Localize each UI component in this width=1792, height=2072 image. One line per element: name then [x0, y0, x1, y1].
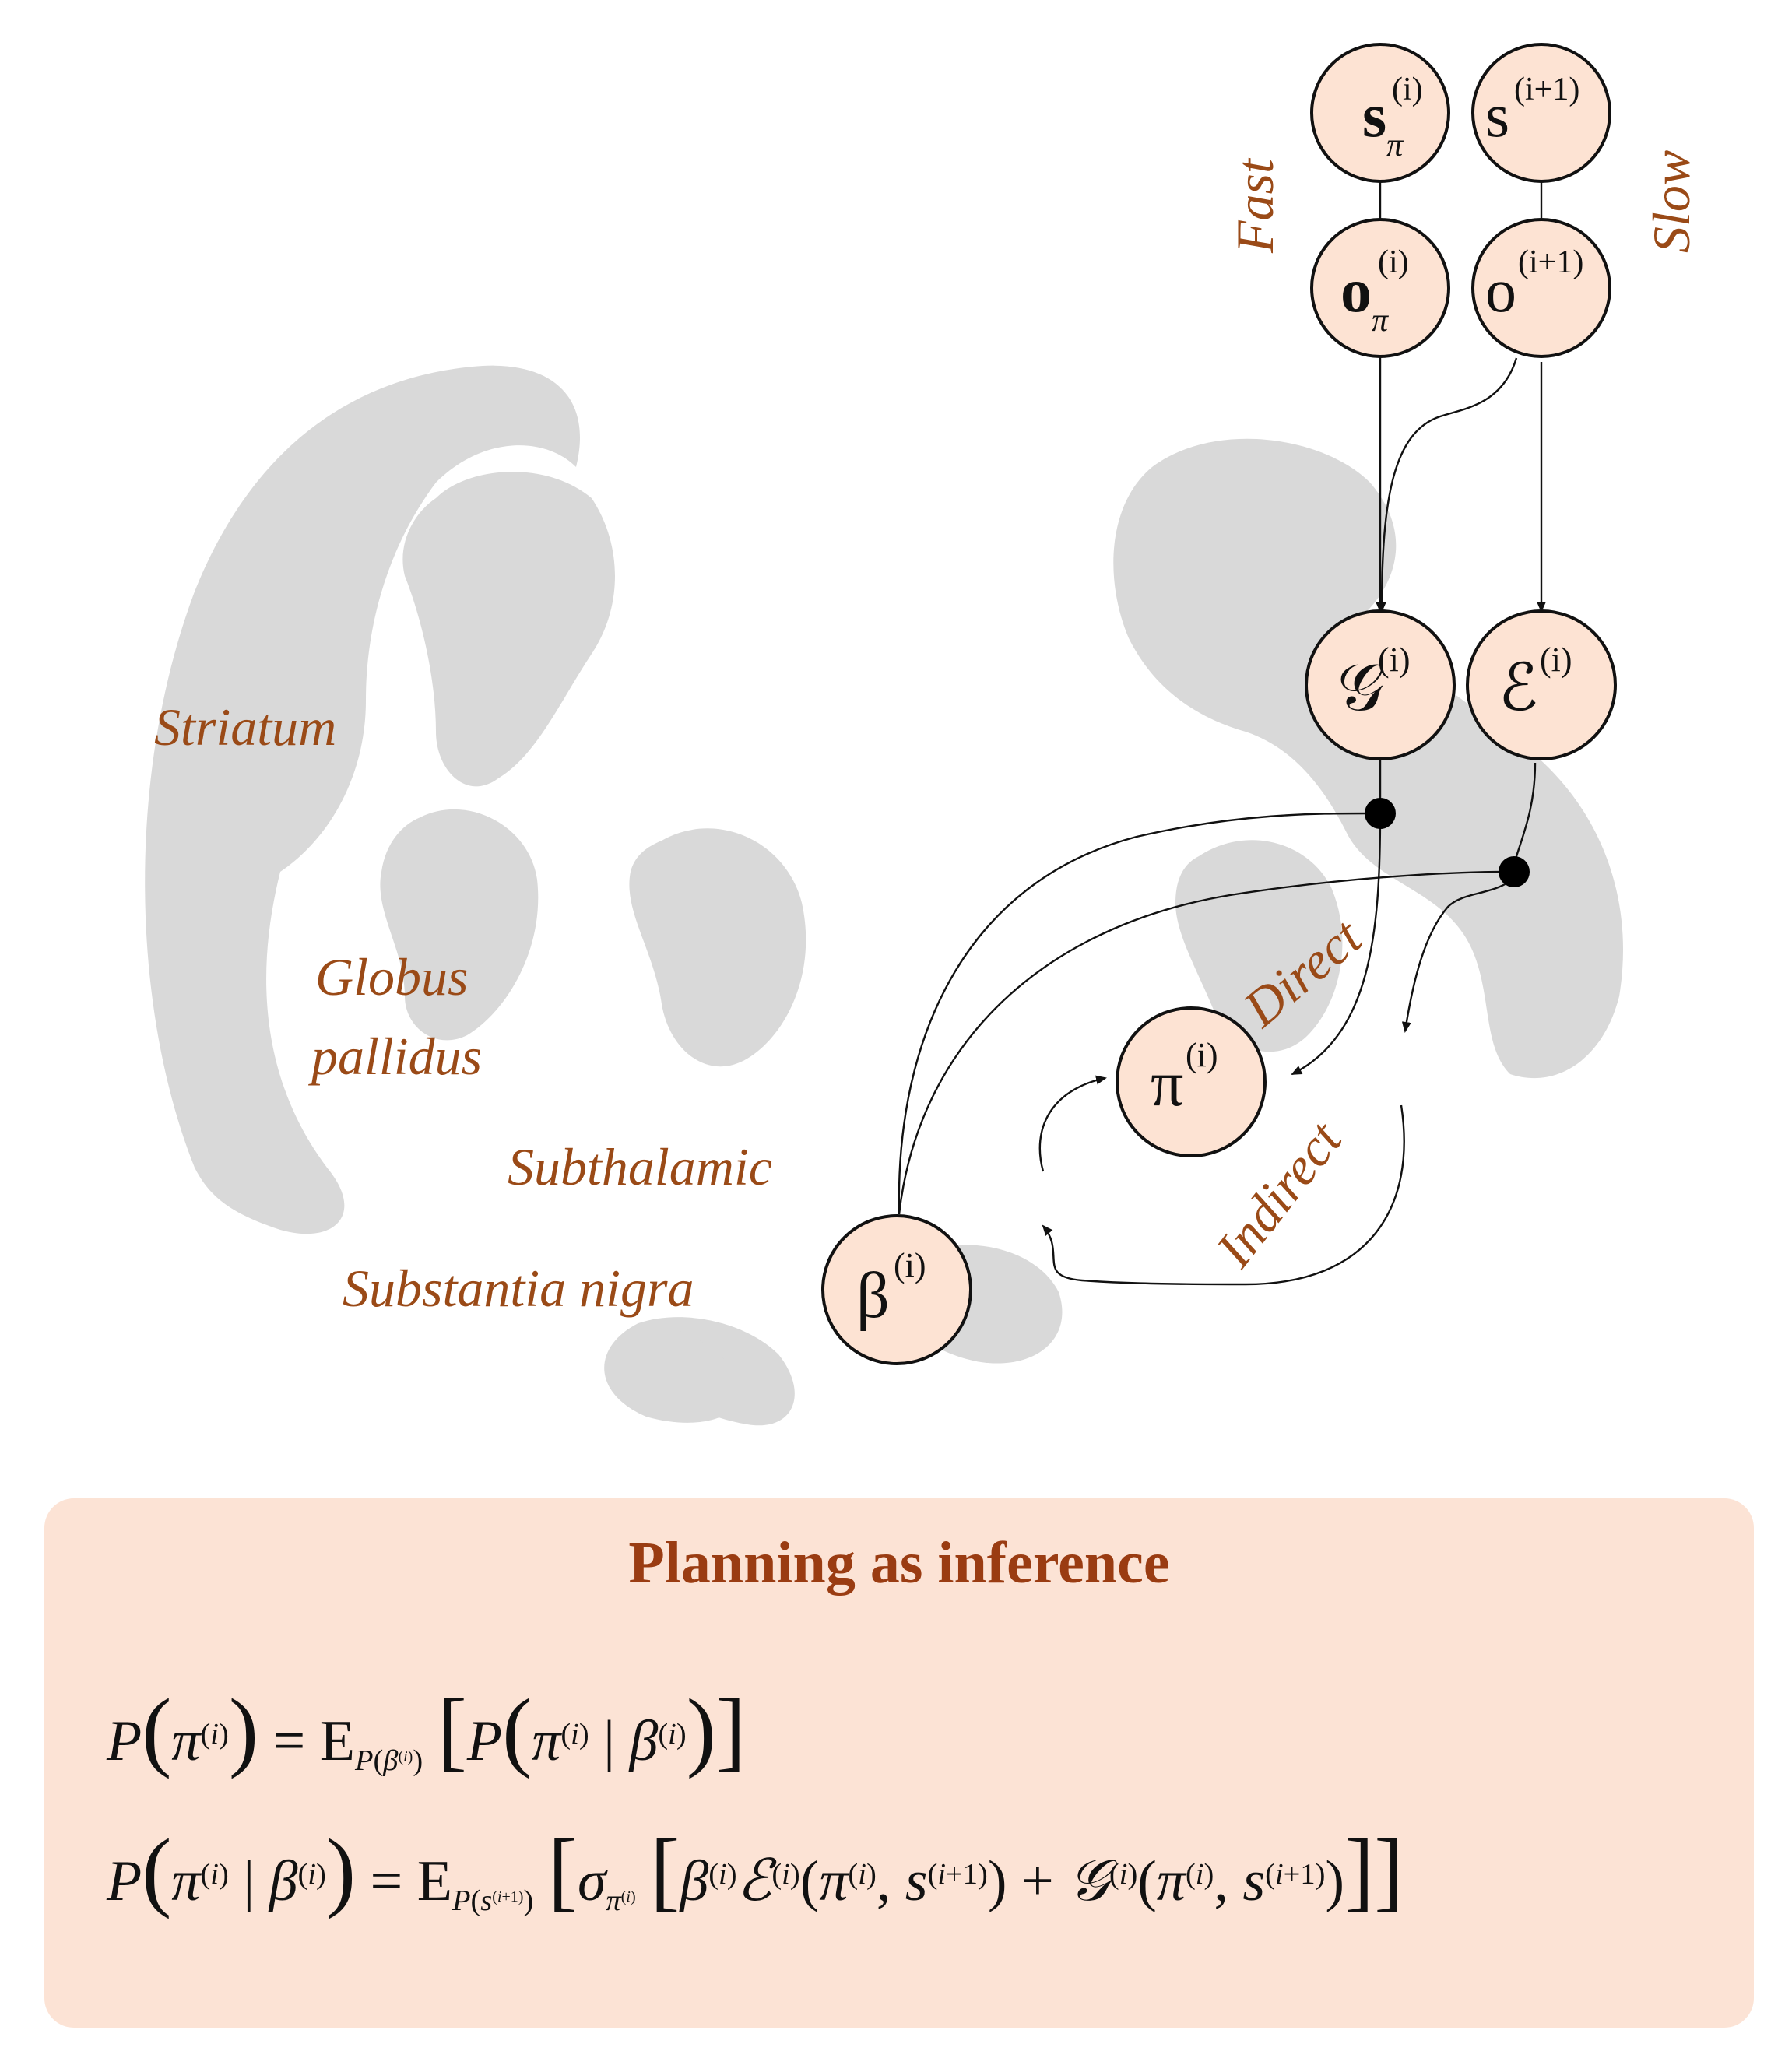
node-o-next-base: o	[1485, 257, 1516, 325]
node-s-next-base: s	[1485, 82, 1509, 150]
node-pi-sup: (i)	[1186, 1036, 1218, 1074]
node-o-pi: oπ (i)	[1310, 218, 1450, 358]
node-s-next-sup: (i+1)	[1514, 72, 1579, 107]
label-fast: Fast	[1225, 157, 1284, 254]
node-G: 𝒢 (i)	[1305, 609, 1456, 760]
edges	[898, 181, 1546, 1286]
edge-E-dot	[1513, 762, 1537, 865]
left-caudate-shape	[402, 472, 615, 787]
node-o-pi-base: o	[1340, 257, 1372, 325]
node-o-next-sup: (i+1)	[1518, 244, 1583, 280]
svg-text:sπ: sπ	[1362, 82, 1404, 163]
region-label-substantia-nigra: Substantia nigra	[343, 1259, 694, 1318]
panel-title: Planning as inference	[628, 1530, 1170, 1596]
node-beta-sup: (i)	[894, 1246, 926, 1284]
left-pallidus-shape	[629, 828, 806, 1067]
node-o-pi-sub: π	[1372, 303, 1389, 339]
nigra-lower-shape	[604, 1323, 741, 1423]
node-s-next: s (i+1)	[1471, 43, 1611, 183]
junction-dot-E	[1499, 856, 1530, 887]
region-label-pallidus: pallidus	[308, 1027, 482, 1086]
svg-text:oπ: oπ	[1340, 257, 1389, 339]
junction-dot-G	[1365, 798, 1396, 829]
left-putamen-shape	[380, 809, 539, 1041]
planning-panel: Planning as inference P(π(i)) = EP(β(i))…	[44, 1498, 1754, 2028]
equation-1: P(π(i)) = EP(β(i)) [P(π(i) | β(i))]	[107, 1680, 747, 1779]
edge-beta-Edot	[898, 870, 1507, 1215]
node-s-pi-sub: π	[1386, 128, 1404, 163]
node-s-pi-base: s	[1362, 82, 1386, 150]
node-o-next: o (i+1)	[1471, 218, 1611, 358]
equation-2: P(π(i) | β(i)) = EP(s(i+1)) [σπ(i) [β(i)…	[107, 1821, 1404, 1919]
region-label-striatum: Striatum	[154, 697, 336, 757]
node-o-pi-sup: (i)	[1378, 244, 1409, 280]
label-slow: Slow	[1642, 150, 1701, 253]
region-label-globus: Globus	[315, 947, 468, 1006]
node-s-pi: sπ (i)	[1310, 43, 1450, 183]
edge-beta-Gdot	[898, 812, 1371, 1215]
edge-indirect-loop	[1042, 1104, 1405, 1286]
edge-loop-pi	[1038, 1075, 1107, 1172]
node-pi: π (i)	[1116, 1006, 1267, 1157]
edge-Gdot-pi	[1291, 813, 1382, 1076]
node-beta: β (i)	[821, 1214, 972, 1365]
node-s-pi-sup: (i)	[1392, 72, 1423, 107]
edge-oslow-G	[1377, 357, 1518, 613]
region-label-subthalamic: Subthalamic	[508, 1137, 772, 1196]
node-pi-base: π	[1151, 1048, 1183, 1120]
right-inner-shape	[1175, 840, 1343, 1052]
node-G-base: 𝒢	[1337, 652, 1384, 725]
node-E-base: ℰ	[1499, 652, 1538, 725]
node-E: ℰ (i)	[1466, 609, 1617, 760]
node-G-sup: (i)	[1378, 641, 1411, 679]
node-beta-base: β	[856, 1259, 890, 1332]
left-striatum-shape	[145, 365, 580, 1234]
node-E-sup: (i)	[1540, 641, 1572, 679]
edge-Edot-indirect	[1401, 877, 1515, 1033]
